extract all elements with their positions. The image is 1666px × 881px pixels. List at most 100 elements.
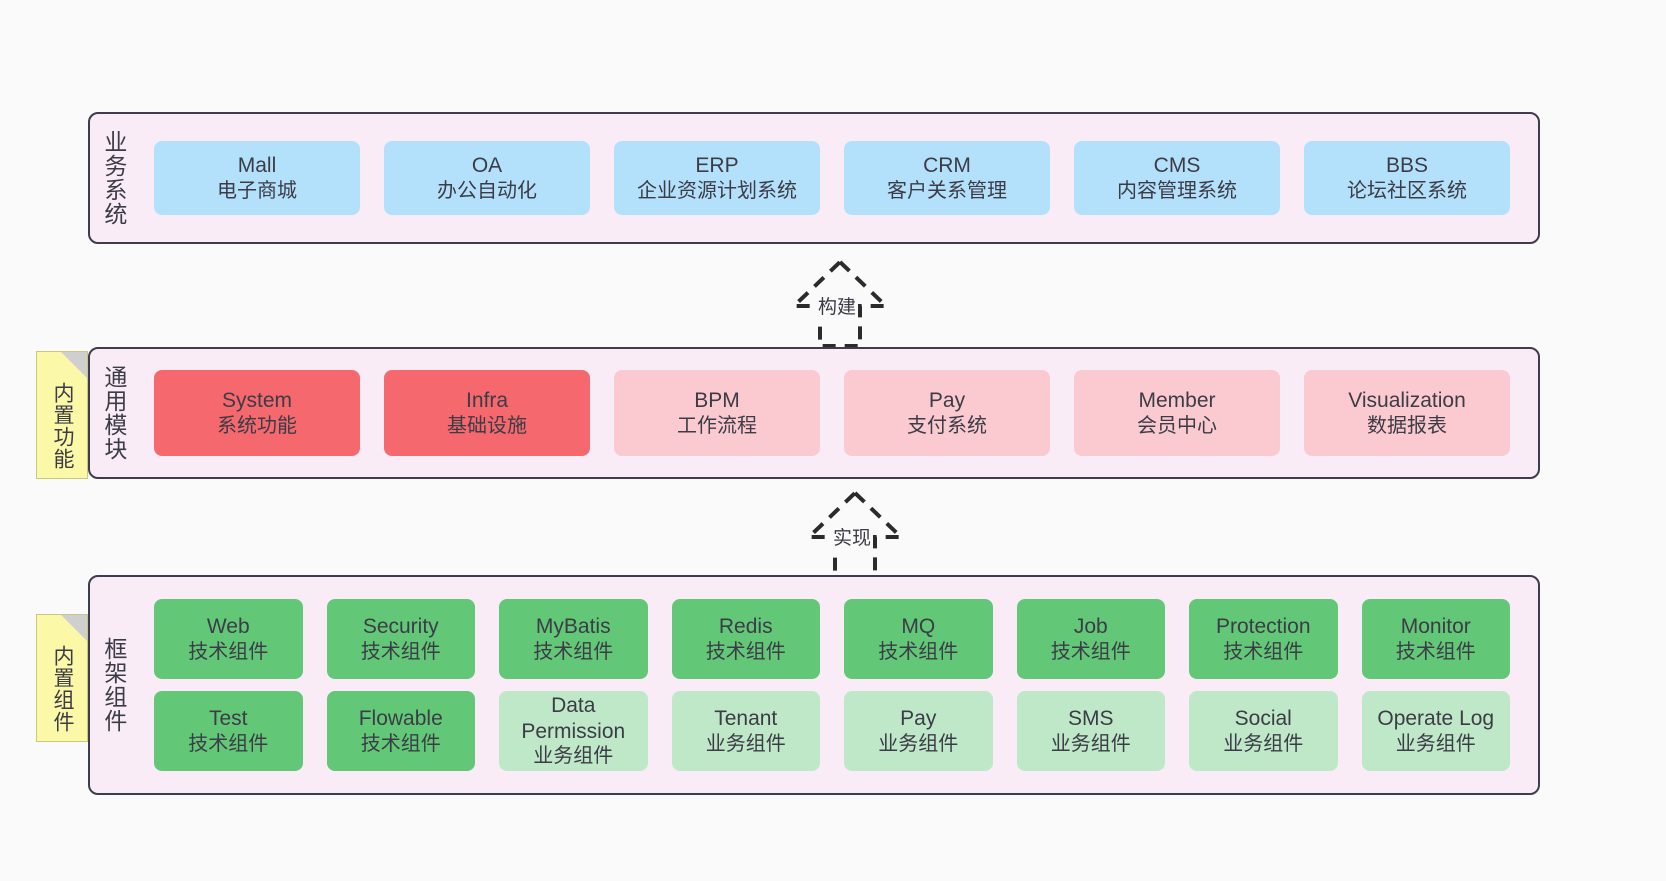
node-title-en: OA [471,154,503,177]
node-title-en: Monitor [1400,615,1471,638]
connector-build: 构建 [760,256,920,348]
node-title-en: System [221,389,292,412]
node-test[interactable]: Test 技术组件 [154,691,303,771]
common-modules-layer: 通用模块 System 系统功能 Infra 基础设施 BPM 工作流程 Pay… [88,347,1540,479]
node-cms[interactable]: CMS 内容管理系统 [1074,141,1280,215]
node-pay-component[interactable]: Pay 业务组件 [844,691,993,771]
node-job[interactable]: Job 技术组件 [1016,599,1165,679]
node-title-cn: 技术组件 [878,640,959,663]
node-system[interactable]: System 系统功能 [154,370,360,456]
connector-implement: 实现 [775,487,935,579]
node-bbs[interactable]: BBS 论坛社区系统 [1304,141,1510,215]
node-title-en: Pay [900,707,937,730]
framework-components-layer-title: 框架组件 [100,637,127,733]
node-pay[interactable]: Pay 支付系统 [844,370,1050,456]
node-title-cn: 技术组件 [705,640,786,663]
node-operate-log[interactable]: Operate Log 业务组件 [1361,691,1510,771]
node-monitor[interactable]: Monitor 技术组件 [1361,599,1510,679]
node-oa[interactable]: OA 办公自动化 [384,141,590,215]
node-title-cn: 技术组件 [360,640,441,663]
framework-components-nodes: Web 技术组件 Security 技术组件 MyBatis 技术组件 Redi… [136,577,1538,793]
node-bpm[interactable]: BPM 工作流程 [614,370,820,456]
note-label: 内置功能 [50,382,74,470]
node-title-en: Tenant [714,707,778,730]
business-systems-layer: 业务系统 Mall 电子商城 OA 办公自动化 ERP 企业资源计划系统 CRM… [88,112,1540,244]
node-security[interactable]: Security 技术组件 [326,599,475,679]
connector-implement-label: 实现 [831,523,874,550]
note-builtin-components: 内置组件 [36,614,88,742]
node-title-en: Job [1073,615,1108,638]
node-title-cn: 内容管理系统 [1117,179,1237,202]
node-social[interactable]: Social 业务组件 [1189,691,1338,771]
node-crm[interactable]: CRM 客户关系管理 [844,141,1050,215]
node-title-en: Infra [465,389,509,412]
node-title-cn: 技术组件 [533,640,614,663]
node-title-cn: 业务组件 [1395,732,1476,755]
node-title-en: SMS [1067,707,1114,730]
node-member[interactable]: Member 会员中心 [1074,370,1280,456]
node-title-en: ERP [695,154,739,177]
node-title-cn: 客户关系管理 [887,179,1007,202]
node-title-en: Test [208,707,248,730]
node-title-cn: 业务组件 [533,745,614,768]
node-mq[interactable]: MQ 技术组件 [844,599,993,679]
node-mybatis[interactable]: MyBatis 技术组件 [499,599,648,679]
node-title-cn: 论坛社区系统 [1347,179,1467,202]
note-fold-icon [61,352,87,378]
node-title-cn: 技术组件 [360,732,441,755]
framework-components-layer: 框架组件 Web 技术组件 Security 技术组件 MyBatis 技术组件… [88,575,1540,795]
common-modules-nodes: System 系统功能 Infra 基础设施 BPM 工作流程 Pay 支付系统… [136,349,1538,477]
node-mall[interactable]: Mall 电子商城 [154,141,360,215]
node-title-en: BPM [694,389,740,412]
node-infra[interactable]: Infra 基础设施 [384,370,590,456]
node-title-cn: 技术组件 [188,732,269,755]
node-title-en: Redis [718,615,773,638]
node-web[interactable]: Web 技术组件 [154,599,303,679]
node-title-en: Visualization [1348,389,1466,412]
node-title-cn: 技术组件 [1050,640,1131,663]
node-title-en: MQ [901,615,936,638]
node-data-permission[interactable]: Data Permission 业务组件 [499,691,648,771]
node-erp[interactable]: ERP 企业资源计划系统 [614,141,820,215]
node-title-en: Security [362,615,439,638]
node-flowable[interactable]: Flowable 技术组件 [326,691,475,771]
node-title-en: Protection [1215,615,1311,638]
node-title-cn: 工作流程 [677,414,757,437]
node-title-cn: 业务组件 [705,732,786,755]
node-title-cn: 技术组件 [1395,640,1476,663]
framework-tech-row: Web 技术组件 Security 技术组件 MyBatis 技术组件 Redi… [142,599,1522,679]
business-systems-nodes: Mall 电子商城 OA 办公自动化 ERP 企业资源计划系统 CRM 客户关系… [136,114,1538,242]
node-title-cn: 数据报表 [1367,414,1447,437]
framework-biz-row: Test 技术组件 Flowable 技术组件 Data Permission … [142,691,1522,771]
node-title-en: Mall [237,154,277,177]
connector-build-label: 构建 [816,292,859,319]
node-title-cn: 办公自动化 [437,179,537,202]
node-title-en: CMS [1153,154,1201,177]
node-title-cn: 技术组件 [1223,640,1304,663]
node-title-en: Operate Log [1377,707,1495,730]
node-protection[interactable]: Protection 技术组件 [1189,599,1338,679]
node-title-cn: 会员中心 [1137,414,1217,437]
node-title-en: Member [1138,389,1216,412]
node-title-en: Web [206,615,250,638]
node-title-en: Data Permission [521,694,626,743]
node-visualization[interactable]: Visualization 数据报表 [1304,370,1510,456]
node-title-cn: 技术组件 [188,640,269,663]
node-redis[interactable]: Redis 技术组件 [671,599,820,679]
node-title-en: Pay [928,389,966,412]
node-title-en: Flowable [358,707,443,730]
node-title-en: CRM [923,154,971,177]
node-title-cn: 业务组件 [1050,732,1131,755]
note-label: 内置组件 [50,645,74,733]
node-title-en: MyBatis [535,615,611,638]
node-title-cn: 业务组件 [1223,732,1304,755]
note-builtin-features: 内置功能 [36,351,88,479]
node-title-cn: 支付系统 [907,414,987,437]
node-sms[interactable]: SMS 业务组件 [1016,691,1165,771]
node-title-en: Social [1234,707,1292,730]
node-title-cn: 电子商城 [217,179,297,202]
node-title-cn: 系统功能 [217,414,297,437]
common-modules-layer-title: 通用模块 [100,365,127,461]
business-systems-layer-title: 业务系统 [100,130,127,226]
node-tenant[interactable]: Tenant 业务组件 [671,691,820,771]
